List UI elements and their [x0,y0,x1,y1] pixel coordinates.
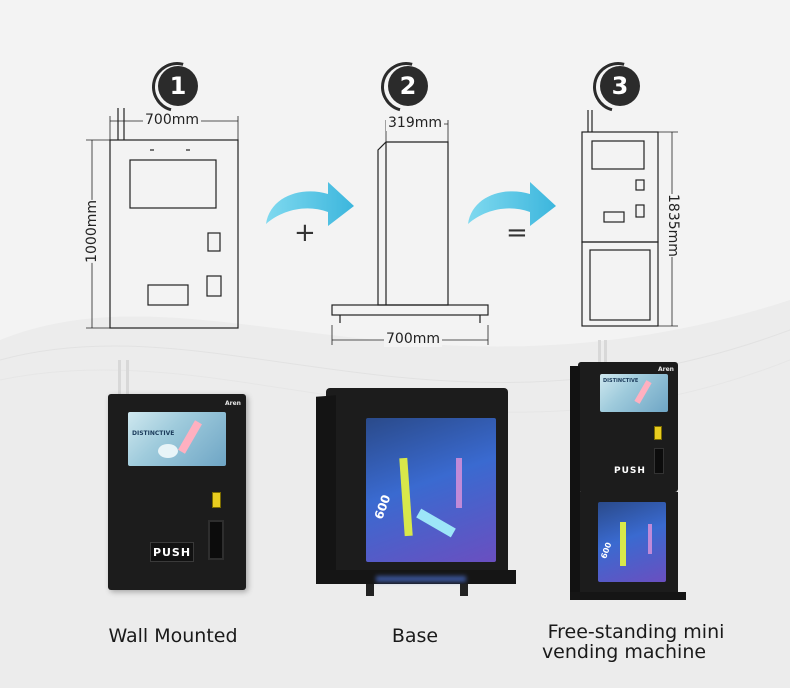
lower-screen: 600 [598,502,666,582]
step-1-badge: 1 [158,66,198,106]
equals-sign: = [506,218,528,248]
card-slot [654,448,664,474]
wall-mounted-drawing [86,108,239,329]
step-3-badge: 3 [600,66,640,106]
brand-label: Aren [658,366,674,373]
push-door [150,542,194,562]
screen-number: 600 [599,541,614,560]
screen-number: 600 [371,492,394,522]
arrow-icon [266,182,354,226]
arrow-icon [468,182,556,226]
plus-sign: + [294,218,316,248]
machine-screen: DISTINCTIVE [128,412,226,466]
screen-headline: DISTINCTIVE [603,378,639,384]
push-label: PUSH [614,466,646,476]
push-label: PUSH [152,546,192,559]
machine-screen: DISTINCTIVE [600,374,668,412]
step-2-badge: 2 [388,66,428,106]
step-2-depth-label: 319mm [386,115,444,131]
screen-headline: DISTINCTIVE [132,430,175,437]
freestanding-caption-line1: Free-standing mini [547,621,725,643]
line-drawings [86,108,678,345]
wall-mounted-caption: Wall Mounted [108,625,238,647]
wall-mounted-machine-photo: Aren DISTINCTIVE PUSH [108,360,246,590]
freestanding-machine-photo: Aren DISTINCTIVE PUSH 600 [570,340,688,602]
base-photo: 600 [316,388,516,600]
step-2-width-label: 700mm [384,331,442,347]
step-1-width-label: 700mm [143,112,201,128]
step-3-height-label: 1835mm [665,194,681,257]
brand-label: Aren [225,400,241,407]
bill-slot [212,492,221,508]
base-screen: 600 [366,418,496,562]
card-slot [208,520,224,560]
base-caption: Base [391,625,439,647]
freestanding-caption-line2: vending machine [541,641,707,663]
step-1-height-label: 1000mm [84,200,100,263]
bill-slot [654,426,662,440]
freestanding-drawing [581,110,678,327]
